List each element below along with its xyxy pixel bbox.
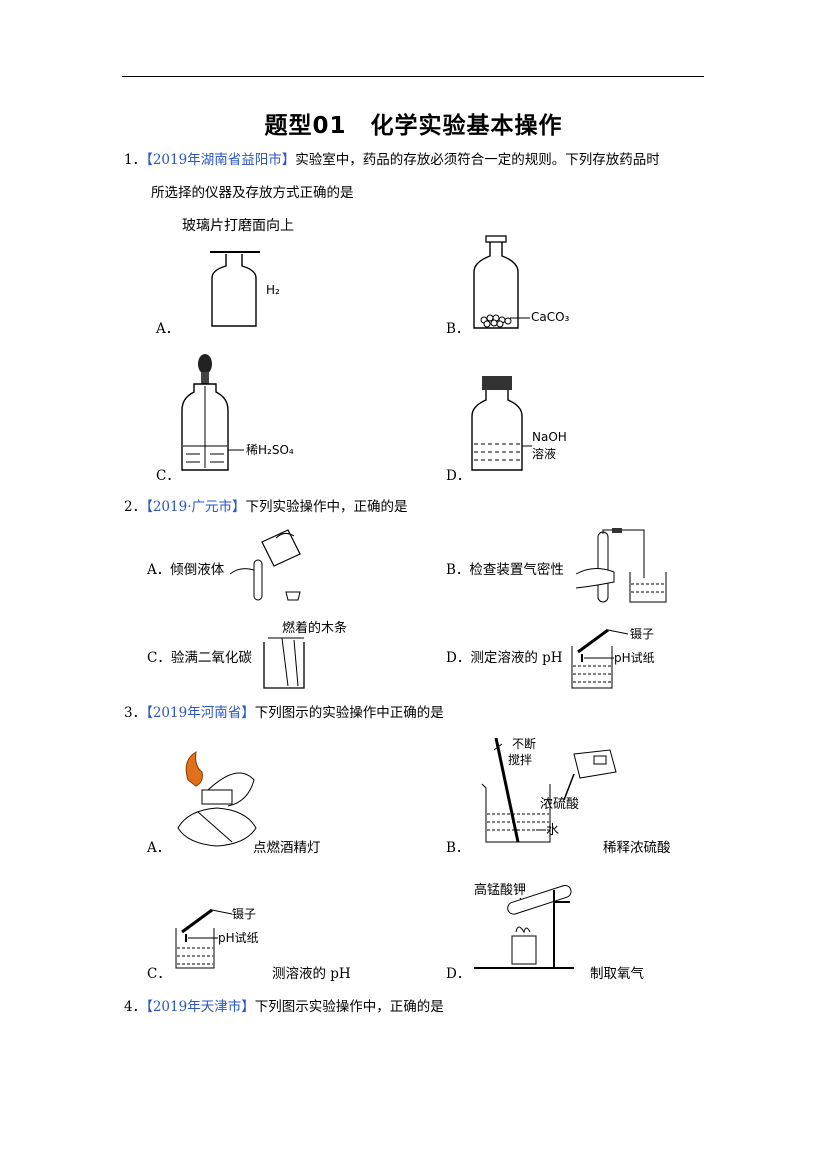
question-2: 2．【2019·广元市】下列实验操作中，正确的是 <box>124 496 408 518</box>
figure-label: CaCO₃ <box>531 310 570 324</box>
option-d: D． <box>446 966 471 982</box>
question-number: 3． <box>124 705 147 721</box>
option-b: B．检查装置气密性 <box>446 562 564 578</box>
figure-co2-full-test: 燃着的木条 <box>263 620 347 689</box>
option-caption: 测溶液的 pH <box>272 966 351 982</box>
figure-label: 燃着的木条 <box>282 620 347 636</box>
question-text: 下列图示的实验操作中正确的是 <box>254 705 444 721</box>
option-caption: 制取氧气 <box>590 966 644 982</box>
question-4: 4．【2019年天津市】下列图示实验操作中，正确的是 <box>124 996 444 1018</box>
option-c: C． <box>147 966 171 982</box>
option-c: C．验满二氧化碳 <box>147 650 252 666</box>
figure-label: H₂ <box>266 283 280 297</box>
figure-label: 镊子 <box>630 627 654 641</box>
option-c: C． <box>156 468 180 484</box>
question-number: 2． <box>124 499 147 515</box>
figure-oxygen-preparation: 高锰酸钾 <box>474 882 574 969</box>
figure-gas-bottle: 玻璃片打磨面向上 H₂ <box>182 217 294 327</box>
question-1: 1．【2019年湖南省益阳市】实验室中，药品的存放必须符合一定的规则。下列存放药… <box>124 149 660 171</box>
figure-label: 玻璃片打磨面向上 <box>182 217 294 234</box>
option-a: A． <box>156 321 180 337</box>
question-number: 1． <box>124 152 147 168</box>
question-text: 下列图示实验操作中，正确的是 <box>254 999 444 1015</box>
figure-label: 稀H₂SO₄ <box>246 443 294 457</box>
option-a: A． <box>147 840 171 856</box>
figure-ph-test: 镊子 pH试纸 <box>571 627 655 689</box>
option-b: B． <box>446 321 470 337</box>
option-d: D． <box>446 468 471 484</box>
option-a: A．倾倒液体 <box>147 562 225 578</box>
question-source: 【2019年天津市】 <box>146 999 255 1015</box>
figure-label: 水 <box>546 823 559 838</box>
figure-ph-measure: 镊子 pH试纸 <box>175 907 259 969</box>
question-number: 4． <box>124 999 147 1015</box>
option-caption: 点燃酒精灯 <box>253 840 321 856</box>
figure-label: 镊子 <box>232 907 256 921</box>
figure-label: 溶液 <box>532 446 556 461</box>
figure-pouring-liquid <box>229 529 301 601</box>
figure-label: 浓硫酸 <box>540 797 579 812</box>
figure-reagent-bottle: CaCO₃ <box>473 235 570 329</box>
figure-label: pH试纸 <box>218 930 259 945</box>
header-rule <box>122 76 704 77</box>
figure-label: NaOH <box>532 430 567 444</box>
option-d: D．测定溶液的 pH <box>446 650 563 666</box>
page-title: 题型01 化学实验基本操作 <box>264 113 563 139</box>
question-text: 下列实验操作中，正确的是 <box>245 499 408 515</box>
figure-airtightness-check <box>575 528 667 603</box>
figure-label: 不断 <box>512 736 536 751</box>
question-text: 实验室中，药品的存放必须符合一定的规则。下列存放药品时 <box>295 152 660 168</box>
option-b: B． <box>446 840 470 856</box>
question-source: 【2019年河南省】 <box>146 705 255 721</box>
figure-dropper-bottle: 稀H₂SO₄ <box>181 354 294 471</box>
figure-label: pH试纸 <box>614 650 655 665</box>
figure-alcohol-lamp <box>177 751 257 847</box>
figure-label: 搅拌 <box>508 752 532 767</box>
figure-rubber-stopper-bottle: NaOH 溶液 <box>471 376 567 471</box>
question-3: 3．【2019年河南省】下列图示的实验操作中正确的是 <box>124 702 444 724</box>
question-source: 【2019·广元市】 <box>146 499 246 515</box>
question-source: 【2019年湖南省益阳市】 <box>146 152 296 168</box>
figure-label: 高锰酸钾 <box>474 882 526 898</box>
question-1-line2: 所选择的仪器及存放方式正确的是 <box>151 185 354 201</box>
figure-dilute-sulfuric-acid: 不断 搅拌 浓硫酸 水 <box>481 736 617 843</box>
option-caption: 稀释浓硫酸 <box>603 840 671 856</box>
